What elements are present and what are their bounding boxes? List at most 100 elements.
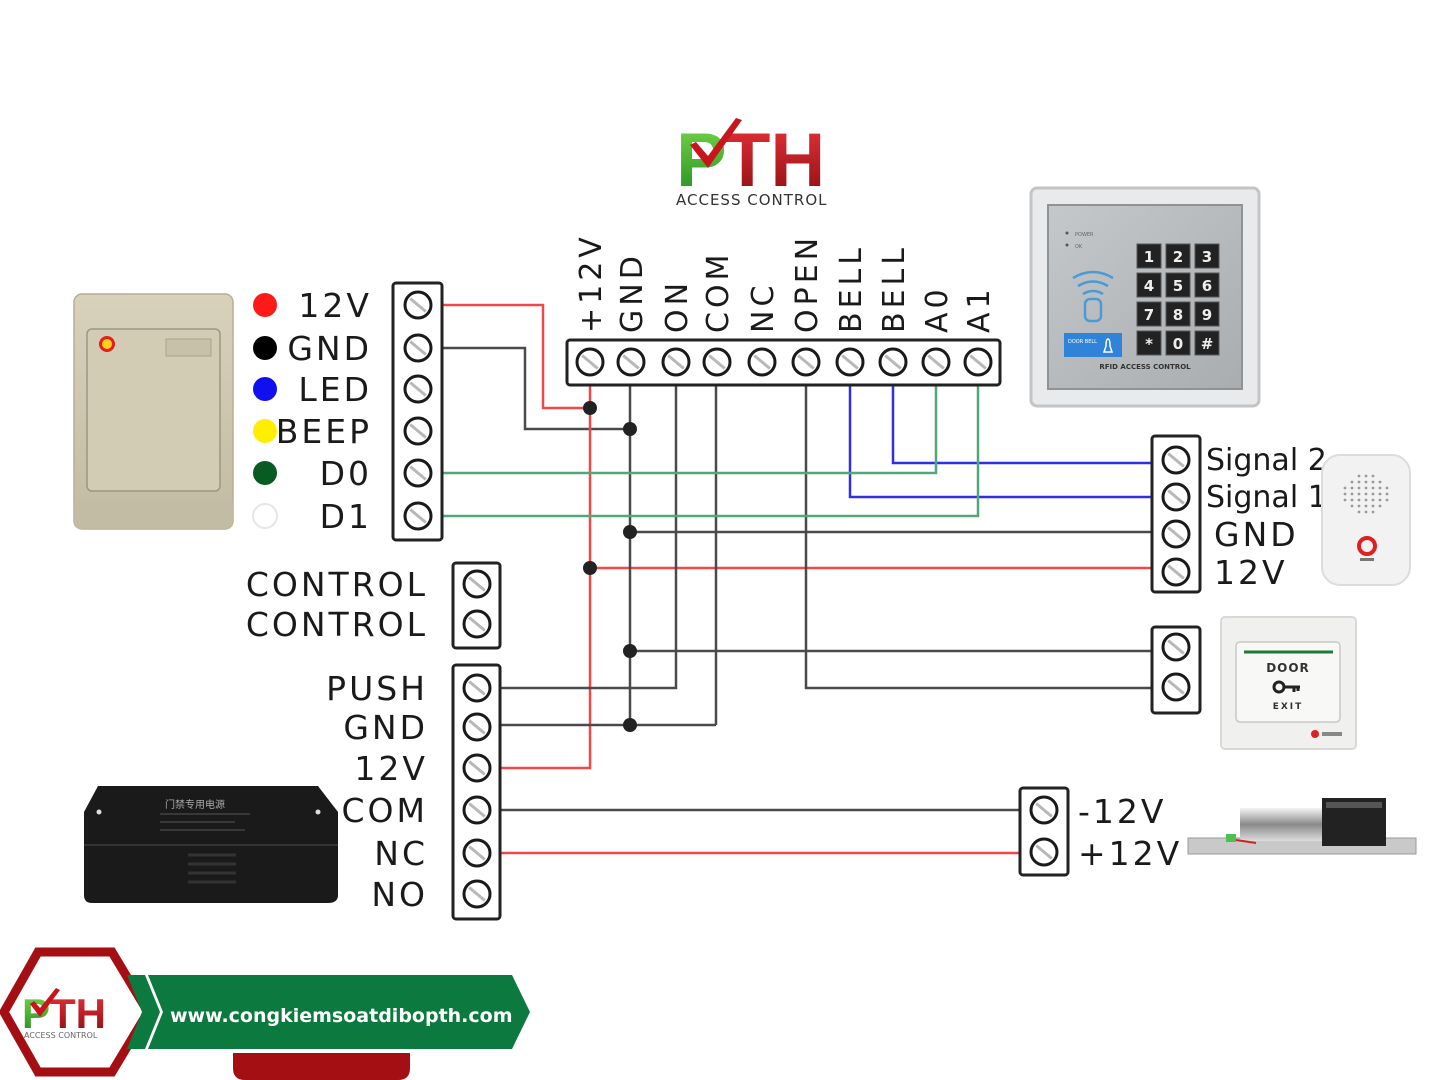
- reader-led-icon: [99, 336, 115, 352]
- lock-pin-label: -12V: [1078, 792, 1166, 831]
- doorbell-pin-label: GND: [1214, 515, 1299, 554]
- keypad-key-label: #: [1201, 335, 1214, 353]
- hexagon-badge: [0, 947, 154, 1077]
- reader-face: [86, 328, 221, 492]
- svg-text:门禁专用电源: 门禁专用电源: [165, 798, 225, 811]
- terminal-screw: [1161, 482, 1191, 512]
- logo-subtitle: ACCESS CONTROL: [676, 191, 827, 209]
- psu-pin-label: NO: [371, 875, 428, 914]
- keypad-key: [1136, 272, 1162, 298]
- controller-terminal-label: OPEN: [790, 234, 825, 333]
- terminal-screw: [791, 347, 821, 377]
- terminal-screw: [462, 673, 492, 703]
- wire-color-dot: [253, 461, 277, 485]
- wire-a0-d0: [442, 385, 938, 475]
- keypad-key-label: 4: [1144, 277, 1154, 295]
- website-link[interactable]: www.congkiemsoatdibopth.com: [170, 1005, 513, 1027]
- reader-pin-label: D1: [320, 497, 372, 536]
- junction-dot: [583, 561, 597, 575]
- controller-terminal-label: COM: [701, 251, 736, 333]
- psu-control-label: CONTROL: [246, 605, 428, 644]
- terminal-screw: [462, 838, 492, 868]
- doorbell-device: [1321, 454, 1411, 586]
- logo-letters-th: TH: [724, 118, 825, 203]
- exit-button-device: DOOR EXIT: [1220, 616, 1357, 750]
- logo-letter-p: P: [676, 118, 727, 203]
- keypad-key-label: 1: [1144, 248, 1154, 266]
- reader-pin-label: LED: [298, 370, 372, 409]
- psu-pin-label: NC: [374, 834, 428, 873]
- keypad-panel-text: RFID ACCESS CONTROL: [1099, 363, 1191, 371]
- reader-pin-label: D0: [320, 454, 372, 493]
- lock-pin-labels: -12V+12V: [1078, 792, 1182, 873]
- junction-dot: [623, 422, 637, 436]
- terminal-screw: [403, 501, 433, 531]
- power-supply-box: 门禁专用电源: [84, 786, 338, 903]
- brand-logo: P TH ACCESS CONTROL: [676, 118, 827, 209]
- controller-terminal-label: ON: [660, 279, 695, 333]
- terminal-screw: [702, 347, 732, 377]
- keypad-key: [1194, 330, 1220, 356]
- keypad-key: [1136, 243, 1162, 269]
- controller-terminal-label: +12V: [574, 233, 609, 333]
- reader-pin-label: 12V: [298, 286, 372, 325]
- wire-bell-signal2: [891, 385, 1152, 465]
- led-ok-label: OK: [1075, 244, 1083, 250]
- doorbell-pin-label: Signal 2: [1206, 443, 1327, 478]
- terminal-screw: [462, 712, 492, 742]
- keypad-key: [1165, 330, 1191, 356]
- wire-color-dot: [253, 336, 277, 360]
- keypad-key: [1194, 243, 1220, 269]
- keypad-key: [1165, 243, 1191, 269]
- keypad-key-label: 5: [1173, 277, 1183, 295]
- terminal-screw: [462, 795, 492, 825]
- door-bell-label: DOOR BELL: [1068, 339, 1097, 345]
- psu-pin-label: COM: [342, 791, 429, 830]
- electric-lock-device: [1187, 798, 1417, 855]
- wire-reader-gnd: [442, 346, 630, 431]
- psu-pin-label: 12V: [354, 749, 428, 788]
- terminal-screw: [403, 290, 433, 320]
- psu-control-label: CONTROL: [246, 565, 428, 604]
- bell-icon: [1102, 338, 1114, 353]
- psu-pin-label: PUSH: [326, 669, 428, 708]
- checkmark-icon: [690, 118, 742, 168]
- junction-dot: [583, 401, 597, 415]
- key-icon: [1272, 680, 1300, 694]
- psu-pin-label: GND: [343, 708, 428, 747]
- terminal-screw: [462, 753, 492, 783]
- footer-banner: [148, 975, 530, 1049]
- keypad-key-label: 2: [1173, 248, 1183, 266]
- rfid-reader: [73, 293, 234, 530]
- terminal-screw: [1029, 837, 1059, 867]
- terminal-screw: [462, 569, 492, 599]
- reader-pin-label: BEEP: [276, 412, 372, 451]
- reader-slot: [165, 338, 212, 357]
- doorbell-body: [1321, 454, 1411, 586]
- terminal-screw: [963, 347, 993, 377]
- lock-cylinder: [1240, 808, 1330, 841]
- footer-logo-p: P: [22, 990, 50, 1037]
- keypad-key: [1194, 272, 1220, 298]
- terminal-screw: [462, 609, 492, 639]
- junction-dot: [623, 644, 637, 658]
- wire-color-dot: [253, 419, 277, 443]
- keypad-key-label: 3: [1202, 248, 1212, 266]
- controller-terminal-label: A0: [920, 285, 955, 333]
- lock-pin-label: +12V: [1078, 834, 1182, 873]
- terminal-screw: [1029, 795, 1059, 825]
- terminal-screw: [1161, 445, 1191, 475]
- footer-checkmark-icon: [30, 988, 60, 1017]
- doorbell-terminal-block: [1150, 434, 1202, 594]
- controller-terminal-label: GND: [615, 252, 650, 333]
- led-power-label: POWER: [1075, 232, 1094, 238]
- terminal-screw: [575, 347, 605, 377]
- wire-bell-signal1: [848, 385, 1152, 499]
- reader-terminal-block: [391, 281, 444, 542]
- terminal-screw: [878, 347, 908, 377]
- terminal-screw: [1161, 557, 1191, 587]
- rfid-wave-icon: [1072, 270, 1114, 323]
- wire-12v-bus: [500, 385, 592, 770]
